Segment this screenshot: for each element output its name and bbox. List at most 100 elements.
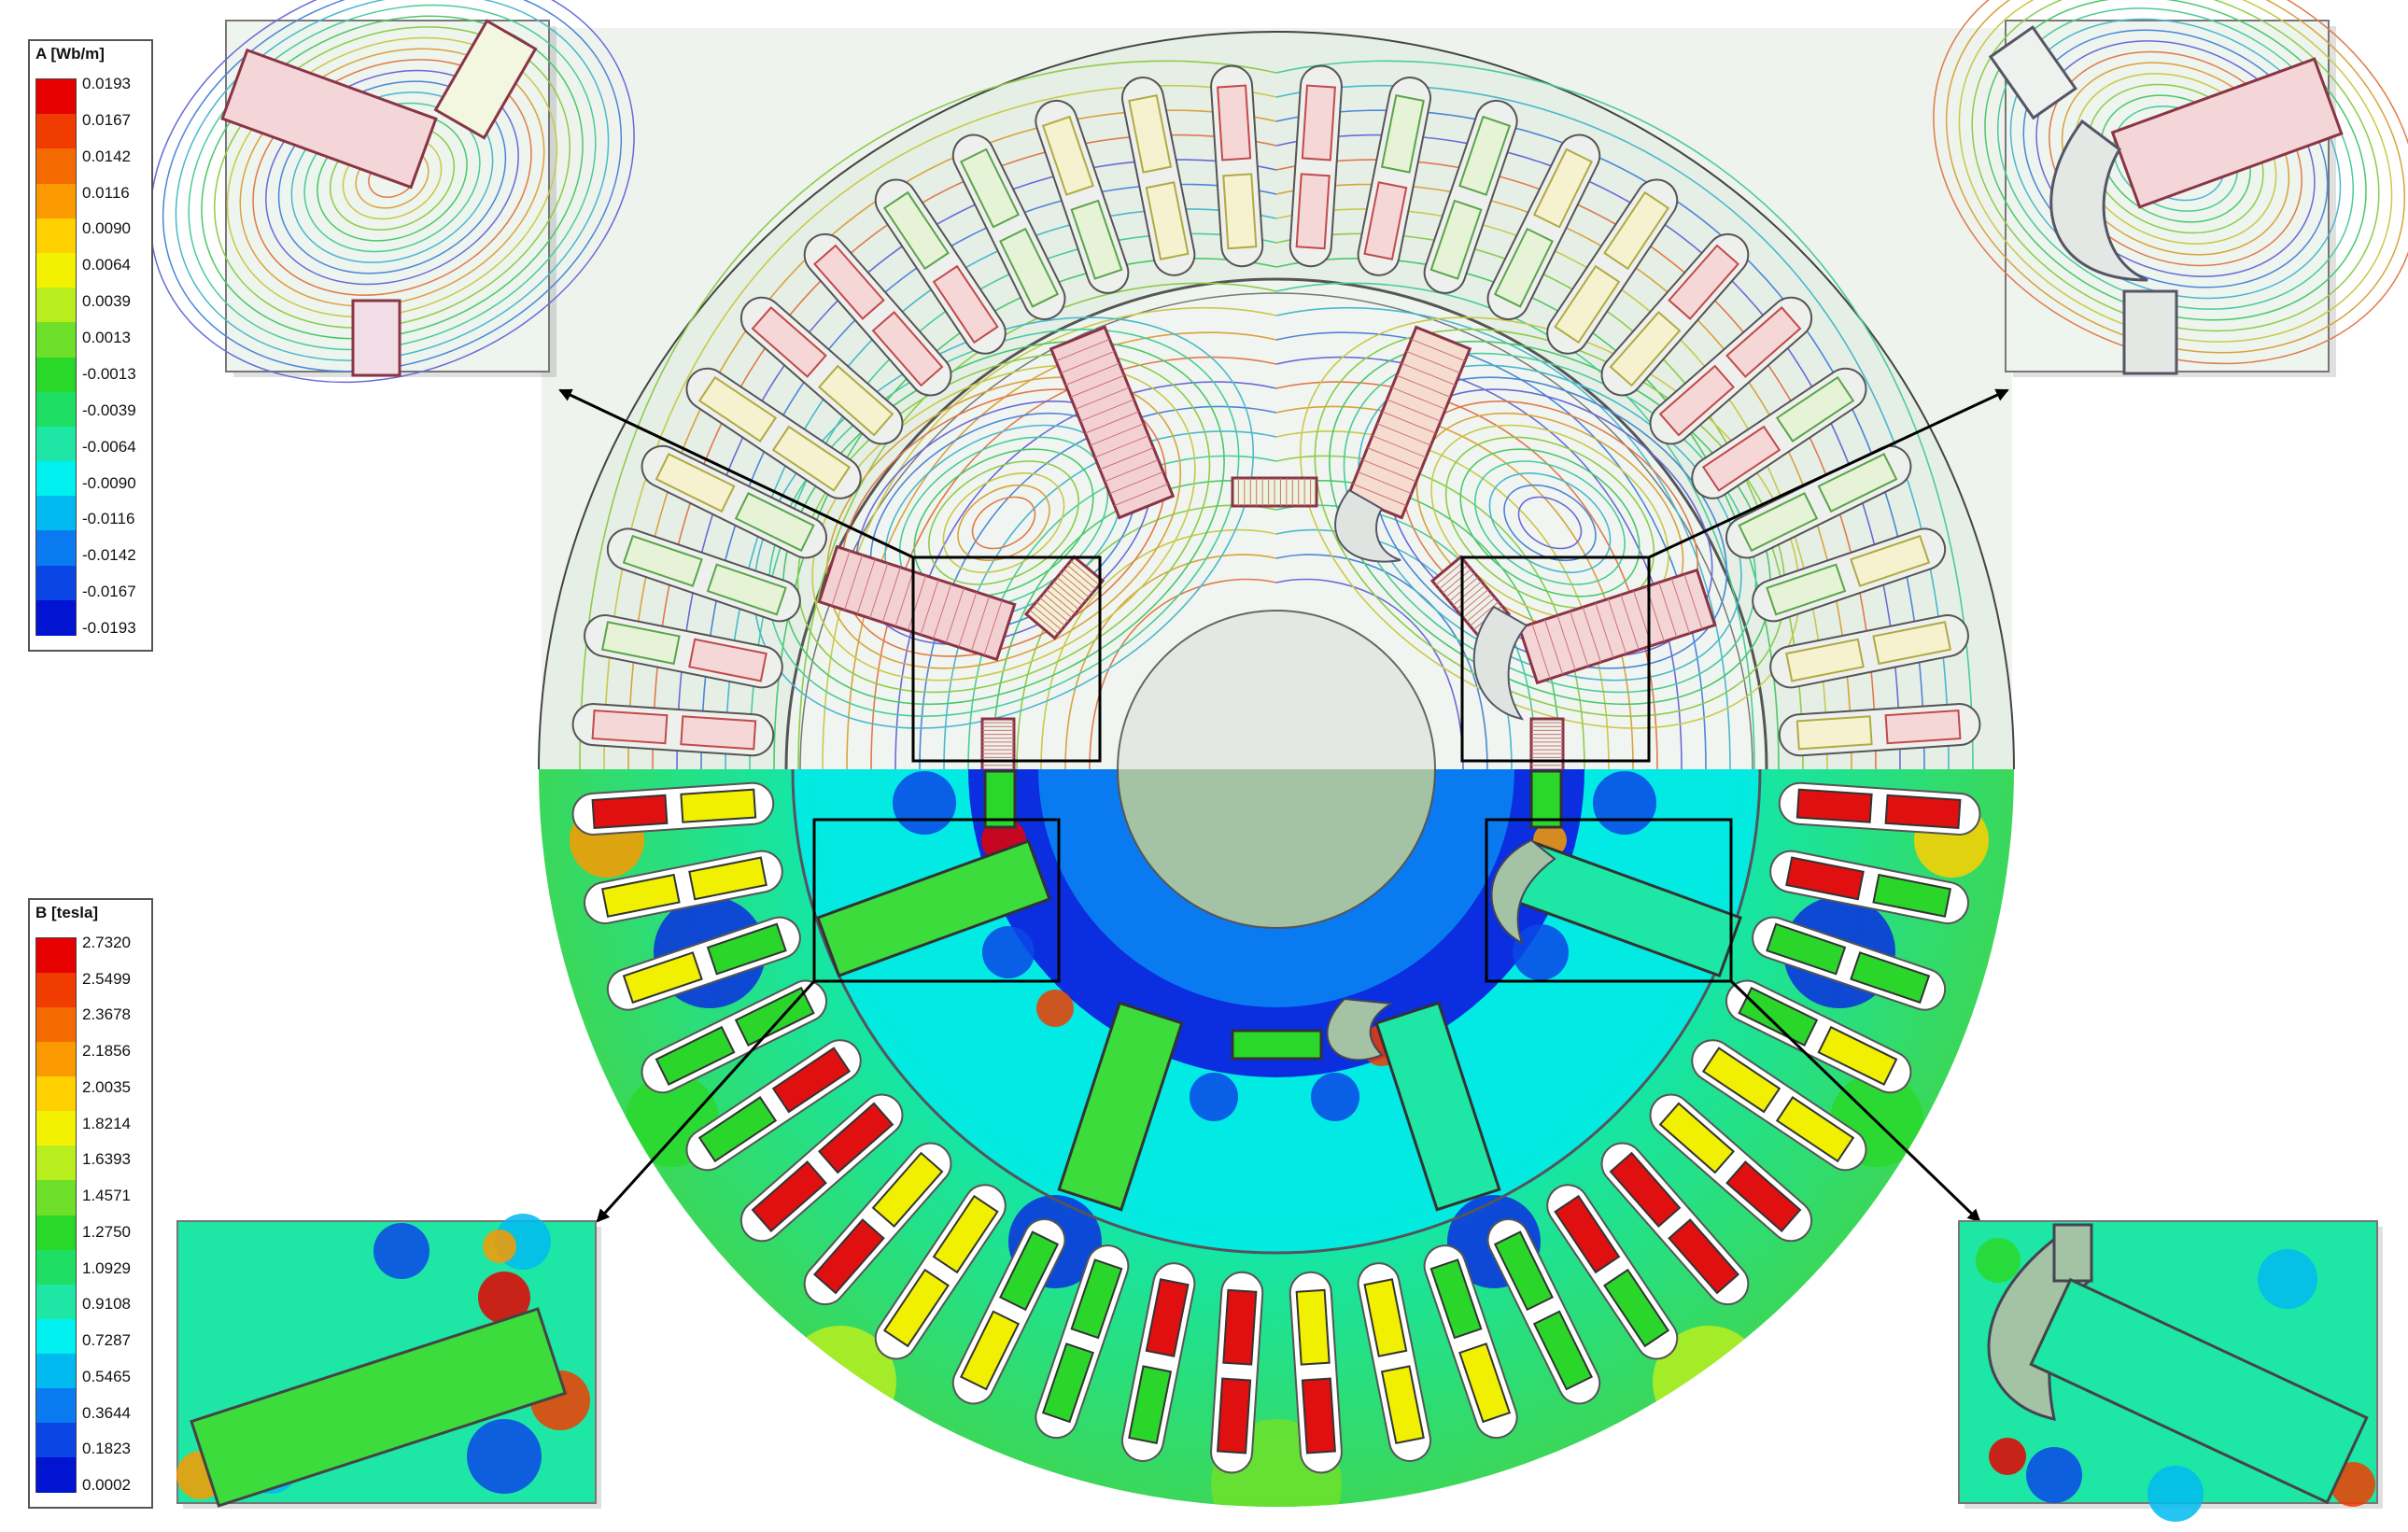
- winding-coil: [706, 563, 787, 616]
- winding-coil: [688, 856, 767, 901]
- winding-coil: [1363, 1278, 1408, 1357]
- legend-b-colorbar: [35, 937, 77, 1493]
- winding-coil: [1217, 1377, 1252, 1455]
- winding-coil: [1493, 1230, 1554, 1312]
- flux-line: [1275, 578, 1464, 769]
- winding-coil: [1817, 453, 1898, 513]
- magnet-hatch: [1056, 577, 1086, 602]
- magnet-hatch: [907, 575, 927, 631]
- inset-flux-line: [1958, 0, 2393, 343]
- magnet-body: [1231, 1029, 1323, 1061]
- rotor-magnet: [1231, 1029, 1323, 1061]
- zoom-selection-boxes: [812, 555, 1733, 983]
- winding-coil: [818, 1102, 894, 1174]
- winding-coil: [1222, 173, 1258, 250]
- rotor-magnet: [1529, 717, 1565, 769]
- legend-tick-label: 0.0167: [82, 110, 131, 129]
- inset-flux-line: [226, 36, 558, 318]
- winding-coil: [871, 311, 944, 387]
- stator-slot: [641, 979, 827, 1094]
- magnet-hatch: [1352, 483, 1407, 507]
- flux-line: [1275, 60, 1974, 769]
- rotor-magnet: [983, 769, 1017, 829]
- magnet-hatch: [1459, 589, 1489, 614]
- stator-slot: [1769, 850, 1969, 925]
- magnet-hatch: [1075, 387, 1130, 410]
- magnet-hatch: [1406, 350, 1461, 374]
- legend-a-colorbar: [35, 78, 77, 636]
- winding-coil: [600, 621, 681, 666]
- magnet-hatch: [983, 599, 1003, 656]
- stator-slot: [1600, 232, 1750, 397]
- legend-color-step: [36, 391, 76, 428]
- magnet-hatch: [831, 550, 851, 607]
- legend-color-step: [36, 357, 76, 393]
- winding-coil: [1380, 93, 1425, 174]
- winding-coil: [1701, 1047, 1781, 1114]
- winding-coil: [1295, 1288, 1331, 1366]
- winding-coil: [1217, 84, 1252, 162]
- flux-loop: [825, 376, 1182, 669]
- flux-loop: [1503, 484, 1597, 562]
- inset-flux-line: [1971, 0, 2380, 332]
- stator-slot: [1752, 527, 1947, 623]
- legend-tick-label: -0.0013: [82, 364, 136, 383]
- winding-coil: [1070, 199, 1123, 280]
- inset-flux-line: [213, 26, 571, 329]
- legend-tick-label: 0.9108: [82, 1295, 131, 1314]
- magnet-hatch: [1556, 615, 1576, 671]
- flux-loop: [811, 364, 1196, 682]
- callout-arrows: [558, 388, 2009, 1223]
- inset-flux-line: [2049, 50, 2302, 267]
- winding-coil: [1738, 986, 1819, 1047]
- magnet-hatch: [945, 587, 965, 643]
- stator-slot: [1357, 77, 1432, 276]
- magnet-hatch: [1099, 447, 1154, 471]
- winding-coil: [1493, 227, 1554, 308]
- magnet-hatch: [1607, 598, 1627, 654]
- field-spot: [1513, 924, 1569, 980]
- inset-field-spot: [2258, 1249, 2317, 1309]
- rotor-magnet: [1517, 568, 1717, 685]
- inset-field-spot: [483, 1230, 516, 1263]
- stator-slot: [571, 703, 775, 757]
- legend-tick-label: 0.0090: [82, 219, 131, 238]
- legend-color-step: [36, 1007, 76, 1043]
- flux-loop: [971, 496, 1036, 550]
- magnet-hatch: [1466, 597, 1496, 623]
- winding-coil: [1872, 873, 1952, 918]
- stator-slot: [1691, 367, 1867, 499]
- stator-slot: [641, 444, 827, 559]
- winding-coil: [1884, 710, 1962, 745]
- flux-line: [1275, 282, 1755, 769]
- magnet-hatch: [1391, 387, 1446, 410]
- magnet-hatch: [1570, 611, 1589, 667]
- inset-flux-line: [2061, 62, 2290, 256]
- legend-tick-label: 0.7287: [82, 1331, 131, 1350]
- inset-field-spot: [373, 1223, 429, 1279]
- winding-coil: [734, 492, 815, 553]
- winding-coil: [882, 1268, 950, 1348]
- winding-coil: [1429, 1258, 1483, 1340]
- legend-tick-label: 1.2750: [82, 1222, 131, 1241]
- winding-coil: [622, 534, 703, 587]
- pole-piece: [1334, 488, 1401, 563]
- magnet-hatch: [1620, 594, 1640, 651]
- magnet-hatch: [1357, 471, 1412, 495]
- legend-a-title: A [Wb/m]: [35, 45, 105, 63]
- magnet-hatch: [1079, 399, 1134, 422]
- stator-slot: [1288, 64, 1343, 268]
- field-spot: [1190, 1073, 1238, 1121]
- legend-color-step: [36, 114, 76, 149]
- flux-loop: [1488, 472, 1612, 573]
- winding-coil: [1554, 264, 1621, 344]
- winding-coil: [1458, 115, 1512, 196]
- stator-slot: [1120, 1262, 1196, 1462]
- stator-slot: [584, 850, 783, 925]
- pole-piece: [1472, 605, 1528, 721]
- flux-line: [919, 405, 1277, 769]
- flux-line: [797, 282, 1277, 769]
- stator-slot: [685, 367, 862, 499]
- legend-tick-label: 0.0193: [82, 75, 131, 92]
